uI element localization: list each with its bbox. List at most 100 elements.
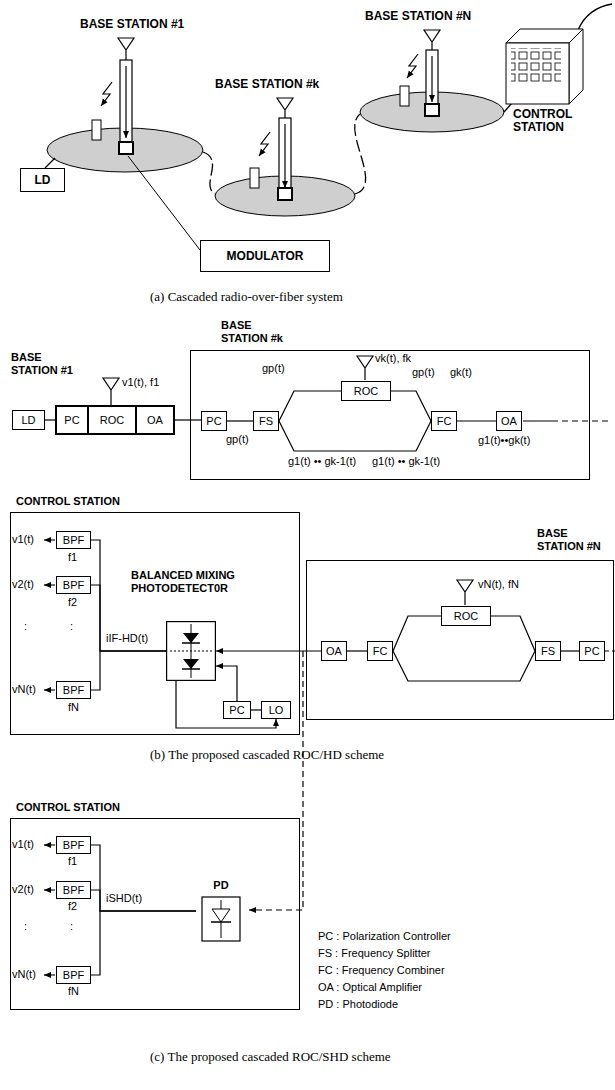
filter-box: BPF — [56, 576, 91, 594]
heading-label: CONTROL STATION — [513, 108, 593, 134]
spectrum-label: gp(t) — [226, 433, 249, 446]
heading-label: BALANCED MIXING PHOTODETECT0R — [131, 569, 251, 595]
frequency-label: f1 — [68, 551, 77, 564]
box-label: MODULATOR — [227, 250, 304, 263]
signal-label: vN(t), fN — [478, 578, 519, 591]
post-symbol — [250, 168, 259, 188]
photodetector-symbol — [182, 668, 200, 670]
callout-box: MODULATOR — [200, 240, 330, 272]
box-label: OA — [147, 414, 163, 427]
heading-label: BASE STATION #k — [221, 319, 296, 345]
component-box: PC — [579, 641, 605, 661]
abbreviation-note: FC : Frequency Combiner — [318, 964, 445, 977]
signal-label: v1(t) — [12, 838, 34, 851]
fiber-connector — [227, 420, 253, 421]
frequency-label: f1 — [68, 855, 77, 868]
box-label: ROC — [354, 385, 378, 398]
box-label: FS — [259, 415, 273, 428]
box-label: BPF — [63, 579, 84, 592]
abbreviation-note: PD : Photodiode — [318, 998, 398, 1011]
box-label: BPF — [63, 534, 84, 547]
fiber-connector — [457, 420, 496, 421]
box-label: PC — [64, 414, 79, 427]
signal-label: v2(t) — [12, 883, 34, 896]
fiber-continuation — [562, 420, 612, 421]
antenna-symbol — [277, 98, 293, 118]
component-box: OA — [321, 641, 347, 661]
antenna-symbol — [457, 580, 473, 605]
antenna-arrow — [125, 66, 126, 138]
spectrum-label: g1(t) •• gk-1(t) — [288, 455, 356, 468]
output-arrow — [44, 889, 55, 890]
abbreviation-note: FS : Frequency Splitter — [318, 947, 431, 960]
modulator-symbol — [119, 104, 439, 200]
base-station-box: BASE STATION #1PCROCOA — [55, 405, 175, 435]
antenna-symbol — [279, 118, 291, 198]
abbreviation-note: OA : Optical Amplifier — [318, 981, 422, 994]
base-station-box: BASE STATION #NOAFCROCFSPC — [306, 560, 614, 720]
box-label: BPF — [63, 684, 84, 697]
optical-fiber — [203, 152, 215, 194]
filter-box: BPF — [56, 881, 91, 899]
caption: (a) Cascaded radio-over-fiber system — [150, 290, 343, 303]
box-label: LO — [269, 704, 284, 717]
fiber-connector — [347, 650, 367, 651]
antenna-arrow — [431, 56, 432, 102]
abbreviation-note: PC : Polarization Controller — [318, 930, 451, 943]
ellipsis: : — [24, 920, 27, 933]
component-box: FC — [367, 641, 393, 661]
component-box: FC — [431, 411, 457, 431]
fiber-connector — [91, 540, 166, 651]
photodetector-symbol: BALANCED MIXING PHOTODETECT0R — [166, 621, 216, 681]
box-label: BPF — [63, 839, 84, 852]
station-label: BASE STATION #k — [215, 78, 319, 91]
signal-label: v2(t) — [12, 578, 34, 591]
fiber-connector — [491, 616, 535, 651]
fiber-connector — [279, 421, 431, 451]
filter-box: BPF — [56, 681, 91, 699]
fiber-connector — [391, 391, 431, 421]
box-label: PC — [584, 645, 599, 658]
output-arrow — [44, 974, 55, 975]
antenna-symbol — [426, 50, 438, 112]
output-arrow — [44, 540, 55, 975]
antenna-symbol — [120, 60, 132, 150]
fiber-continuation — [523, 420, 558, 421]
component-box: PC — [201, 411, 227, 431]
modulator-symbol — [425, 104, 439, 116]
photodiode-symbol — [212, 909, 230, 922]
antenna-symbol — [424, 30, 440, 50]
fiber-connector — [279, 391, 341, 421]
box-label: ROC — [454, 610, 478, 623]
radio-link-arrow — [101, 54, 418, 156]
antenna-symbol — [103, 30, 473, 605]
frequency-label: f2 — [68, 596, 77, 609]
control-station-box: CONTROL STATIONBPFBPFBPFBALANCED MIXING … — [10, 512, 300, 735]
heading-label: CONTROL STATION — [16, 801, 216, 814]
filter-box: BPF — [56, 966, 91, 984]
station-label: BASE STATION #N — [365, 10, 471, 23]
spectrum-label: gp(t) — [412, 366, 435, 379]
frequency-label: f2 — [68, 900, 77, 913]
current-label: iSHD(t) — [106, 892, 142, 905]
box-label: OA — [501, 415, 517, 428]
fiber-continuation — [249, 651, 303, 910]
component-box: PC — [56, 406, 88, 434]
base-station-grounds — [47, 92, 504, 216]
spectrum-label: gp(t) — [262, 362, 285, 375]
output-arrow — [44, 689, 55, 690]
antenna-symbol — [103, 378, 119, 405]
control-station-cube — [569, 29, 583, 104]
fiber-connector — [91, 890, 196, 911]
control-station-cube: CONTROL STATION — [505, 28, 585, 106]
control-station-cube — [505, 28, 585, 106]
spectrum-label: g1(t)••gk(t) — [478, 434, 530, 447]
signal-label: v1(t) — [12, 533, 34, 546]
component-box: ROC — [88, 406, 136, 434]
radio-link-arrow — [259, 132, 270, 156]
output-arrow — [44, 844, 55, 845]
signal-label: v1(t), f1 — [122, 376, 159, 389]
